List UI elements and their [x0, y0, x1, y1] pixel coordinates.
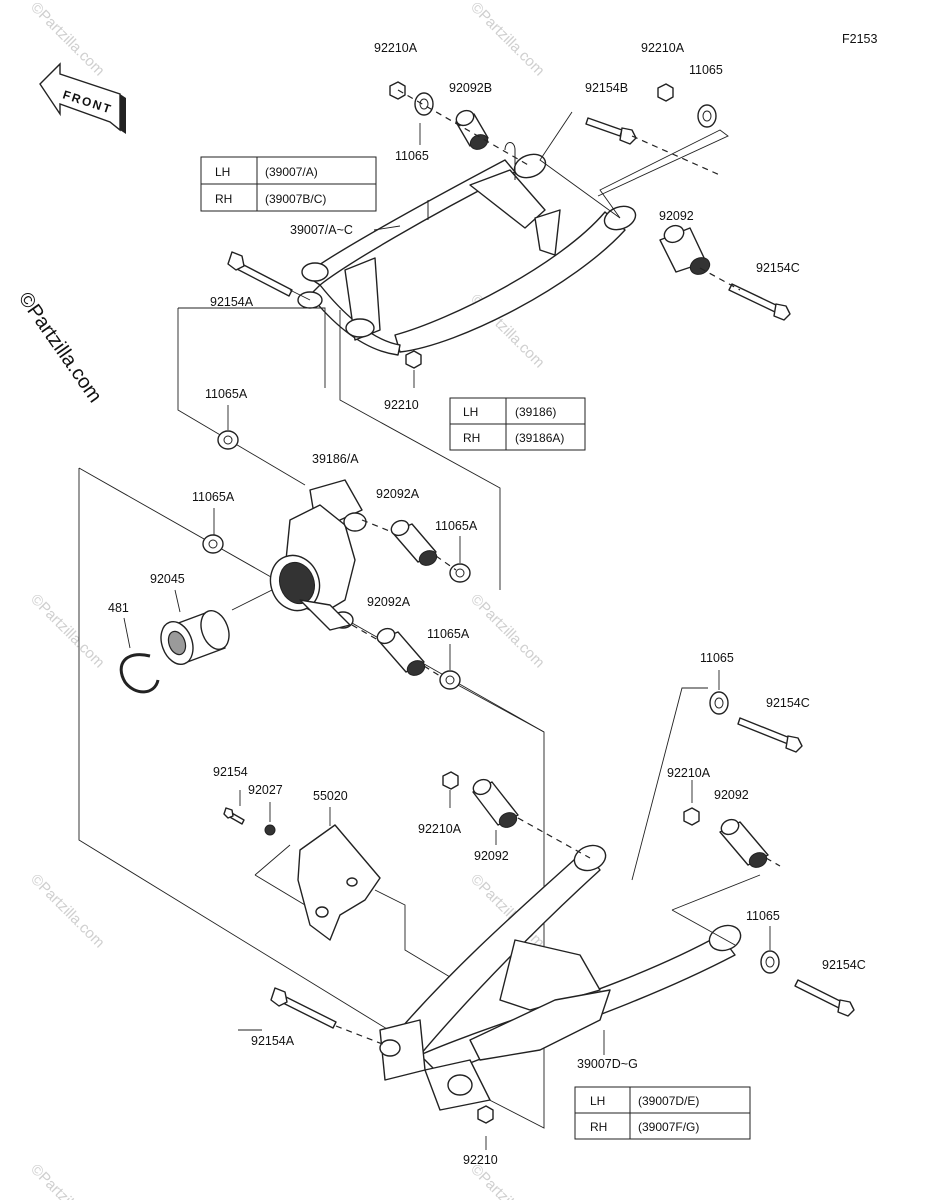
watermark-text: ©Partzilla.com [27, 591, 108, 672]
lower-arm-side-table: LH (39007D/E) RH (39007F/G) [574, 1086, 751, 1140]
bushing-icon [455, 109, 489, 150]
label-11065: 11065 [689, 63, 723, 77]
label-92154C: 92154C [766, 696, 810, 710]
label-92092A: 92092A [376, 487, 420, 501]
lower-arm-group: 11065 92154C 92210A 92092 92210A 92092 1… [238, 651, 866, 1167]
watermark-text: ©Partzilla.com [27, 1161, 108, 1200]
label-481: 481 [108, 601, 129, 615]
table-side-rh: RH [590, 1120, 607, 1134]
bolt-icon [227, 251, 293, 297]
watermark-text: ©Partzilla.com [467, 0, 548, 79]
label-92092B: 92092B [449, 81, 492, 95]
upper-arm-group: 92210A 11065 92092B 92154B 92210A 11065 … [200, 41, 800, 412]
washer-icon [439, 670, 461, 690]
table-side-rh: RH [463, 431, 480, 445]
washer-icon [202, 534, 224, 554]
lower-arm-assembly-label: 39007D~G [577, 1057, 638, 1071]
washer-icon [264, 824, 276, 836]
nut-icon [657, 83, 674, 102]
label-92210: 92210 [384, 398, 419, 412]
upper-arm-assembly-label: 39007/A~C [290, 223, 353, 237]
table-part-rh: (39007B/C) [265, 192, 326, 206]
label-92210: 92210 [463, 1153, 498, 1167]
label-92045: 92045 [150, 572, 185, 586]
bushing-icon [472, 778, 519, 828]
knuckle-group: 11065A 39186/A 11065A 92092A 11065A 9204… [78, 307, 586, 1129]
circlip-icon [119, 653, 160, 694]
watermark-text: ©Partzilla.com [467, 591, 548, 672]
guard-group: 92154 92027 55020 [213, 765, 456, 981]
label-92210A: 92210A [418, 822, 462, 836]
watermark-main-text: ©Partzilla.com [14, 288, 106, 406]
table-part-rh: (39007F/G) [638, 1120, 699, 1134]
label-92154: 92154 [213, 765, 248, 779]
nut-icon [389, 81, 406, 100]
bushing-icon [659, 224, 711, 275]
bushing-icon [719, 818, 769, 868]
nut-icon [683, 807, 700, 826]
label-11065A: 11065A [192, 490, 235, 504]
bolt-icon [728, 283, 791, 321]
bearing-icon [160, 609, 230, 666]
label-92092A: 92092A [367, 595, 411, 609]
nut-icon [405, 350, 422, 369]
label-11065A: 11065A [435, 519, 478, 533]
label-55020: 55020 [313, 789, 348, 803]
label-92210A: 92210A [641, 41, 685, 55]
bushing-icon [390, 519, 438, 566]
washer-icon [449, 563, 471, 583]
table-part-rh: (39186A) [515, 431, 564, 445]
label-92154A: 92154A [251, 1034, 295, 1048]
bolt-icon [270, 987, 337, 1029]
label-11065: 11065 [395, 149, 429, 163]
label-11065A: 11065A [205, 387, 248, 401]
label-92092: 92092 [474, 849, 509, 863]
upper-arm-side-table: LH (39007/A) RH (39007B/C) [200, 156, 377, 212]
bolt-icon [223, 807, 245, 825]
washer-icon [217, 430, 239, 450]
table-part-lh: (39007/A) [265, 165, 318, 179]
label-11065: 11065 [746, 909, 780, 923]
knuckle-drawing [269, 479, 367, 631]
knuckle-assembly-label: 39186/A [312, 452, 359, 466]
label-92210A: 92210A [374, 41, 418, 55]
label-92210A: 92210A [667, 766, 711, 780]
label-92092: 92092 [659, 209, 694, 223]
watermark-text: ©Partzilla.com [27, 871, 108, 952]
front-arrow-icon: FRONT [39, 62, 126, 134]
bolt-icon [737, 717, 803, 753]
watermark-text: ©Partzilla.com [27, 0, 108, 79]
label-92154A: 92154A [210, 295, 254, 309]
label-92154C: 92154C [822, 958, 866, 972]
upper-arm-drawing [297, 142, 637, 356]
nut-icon [442, 771, 459, 790]
label-92154B: 92154B [585, 81, 628, 95]
table-side-lh: LH [590, 1094, 605, 1108]
bolt-icon [794, 979, 855, 1017]
table-part-lh: (39186) [515, 405, 556, 419]
bolt-icon [585, 117, 637, 145]
table-part-lh: (39007D/E) [638, 1094, 699, 1108]
label-11065: 11065 [700, 651, 734, 665]
guard-plate-icon [297, 824, 381, 941]
table-side-lh: LH [215, 165, 230, 179]
label-92027: 92027 [248, 783, 283, 797]
knuckle-side-table: LH (39186) RH (39186A) [449, 397, 586, 451]
label-92154C: 92154C [756, 261, 800, 275]
lower-arm-drawing [379, 844, 742, 1111]
washer-icon [697, 104, 717, 128]
table-side-lh: LH [463, 405, 478, 419]
table-side-rh: RH [215, 192, 232, 206]
nut-icon [477, 1105, 494, 1124]
label-92092: 92092 [714, 788, 749, 802]
washer-icon [760, 950, 780, 974]
figure-code: F2153 [842, 32, 877, 46]
washer-icon [414, 92, 434, 116]
washer-icon [709, 691, 729, 715]
bushing-icon [376, 627, 426, 676]
label-11065A: 11065A [427, 627, 470, 641]
